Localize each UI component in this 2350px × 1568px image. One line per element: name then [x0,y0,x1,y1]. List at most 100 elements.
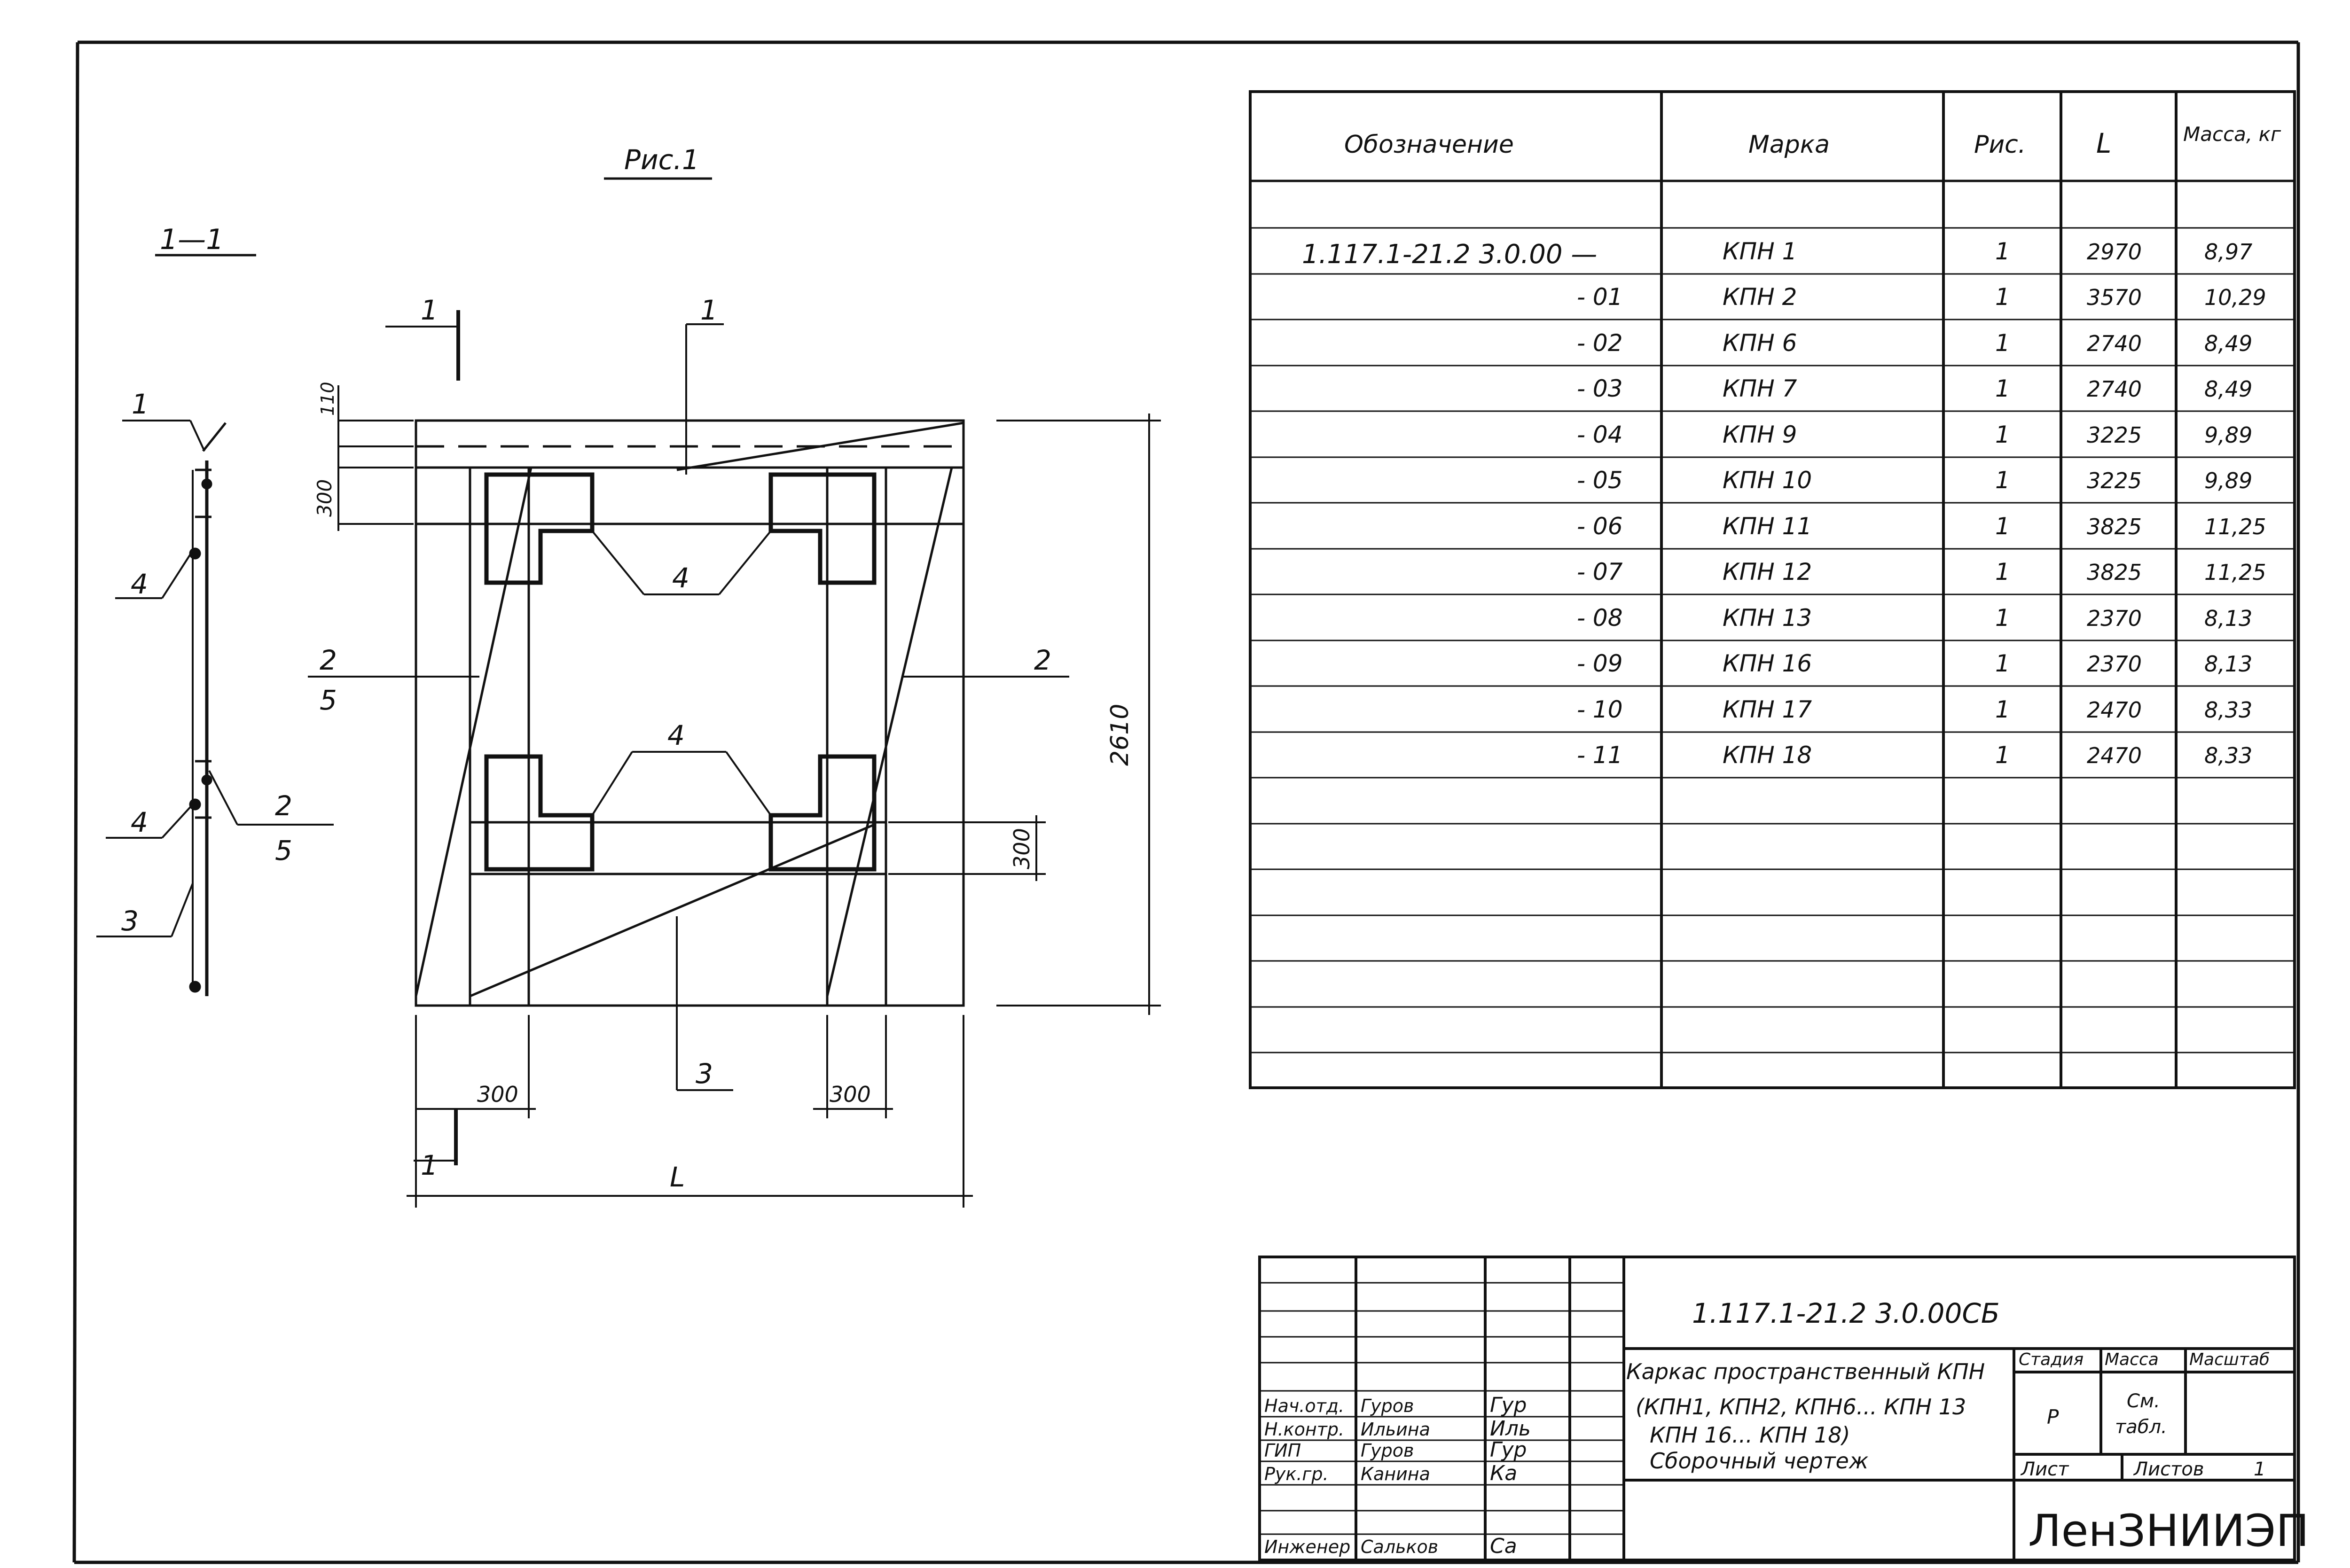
spec-row-length: 3225 [2087,422,2142,448]
spec-row-suffix: - 07 [1577,558,1623,585]
tb-name-line4: Сборочный чертеж [1650,1448,1869,1474]
plan-callout-1: 1 [700,294,718,326]
spec-row-suffix: - 06 [1577,513,1623,540]
signer-signature: Гур [1490,1438,1527,1462]
spec-row-suffix: - 05 [1577,467,1623,494]
spec-row-mark: КПН 12 [1723,558,1812,585]
spec-row-fig: 1 [1995,375,2010,402]
section-callout-4a: 4 [131,568,148,600]
tb-scale-header: Масштаб [2189,1350,2270,1369]
cut-marks [385,310,460,1165]
spec-row-suffix: - 11 [1577,741,1623,769]
figure-title: Рис.1 [624,144,699,176]
plan-callout-3: 3 [696,1058,713,1090]
spec-table-grid [1249,90,2296,1089]
tb-name-line2: (КПН1, КПН2, КПН6... КПН 13 [1636,1394,1966,1420]
spec-row-length: 2740 [2087,376,2142,402]
spec-header-mark: Марка [1748,131,1830,159]
plan-view [415,419,965,1007]
title-block-grid [1258,1256,2296,1561]
spec-row-length: 2470 [2087,743,2142,768]
spec-row-fig: 1 [1995,283,2010,311]
signer-name: Ильина [1361,1419,1430,1440]
spec-row-length: 3570 [2087,285,2142,310]
section-callout-1: 1 [132,388,149,420]
spec-row-length: 3825 [2087,560,2142,585]
spec-row-suffix: - 02 [1577,329,1623,357]
signer-role: Инженер [1264,1537,1350,1557]
spec-row-suffix: - 08 [1577,604,1623,632]
spec-row-mark: КПН 16 [1723,650,1812,677]
spec-row-fig: 1 [1995,558,2010,585]
title-block-row-lines [1260,1282,1624,1535]
section-callout-2: 2 [275,790,292,822]
signer-role: Нач.отд. [1264,1396,1344,1416]
spec-row-mark: КПН 10 [1723,467,1812,494]
section-label: 1—1 [160,223,224,256]
signer-signature: Са [1490,1534,1517,1558]
sheet-frame [72,40,2300,1564]
section-callouts [96,420,334,937]
spec-row-length: 2970 [2087,239,2142,265]
tb-organization: ЛенЗНИИЭП [2028,1506,2309,1557]
spec-row-mark: КПН 11 [1723,513,1812,540]
dim-110: 110 [317,382,338,416]
spec-table: Обозначение Марка Рис. L Масса, кг 1.117… [1249,90,2296,1089]
spec-row-length: 3225 [2087,468,2142,493]
signer-name: Канина [1361,1464,1430,1484]
spec-row-suffix: - 03 [1577,375,1623,402]
spec-row-mass: 8,49 [2204,331,2252,356]
signer-name: Гуров [1361,1440,1414,1461]
section-callout-3: 3 [121,905,139,937]
plates [484,472,877,872]
dimension-lines [337,385,1161,1208]
spec-row-fig: 1 [1995,604,2010,632]
dim-300-bottom-right: 300 [830,1082,871,1107]
dim-300-right: 300 [1009,828,1034,869]
plan-callout-4b: 4 [667,719,685,751]
spec-header-fig: Рис. [1974,131,2026,159]
spec-row-mass: 8,33 [2204,697,2252,723]
spec-row-mass: 9,89 [2204,422,2252,448]
spec-row-fig: 1 [1995,421,2010,448]
spec-row-fig: 1 [1995,696,2010,723]
dim-length: L [670,1161,685,1193]
tb-designation: 1.117.1-21.2 3.0.00СБ [1692,1297,2000,1329]
spec-row-fig: 1 [1995,741,2010,769]
spec-row-mark: КПН 17 [1723,696,1812,723]
plan-callout-5: 5 [320,684,337,716]
signer-signature: Гур [1490,1393,1527,1417]
tb-mass-header: Масса [2105,1350,2159,1369]
spec-row-fig: 1 [1995,513,2010,540]
spec-header-length: L [2096,127,2111,159]
spec-row-lines [1250,227,2295,1053]
signer-role: Рук.гр. [1264,1464,1329,1484]
tb-stage-value: Р [2047,1405,2059,1428]
spec-row-mass: 8,13 [2204,651,2252,677]
figure-area: Рис.1 1—1 1 4 4 3 2 [96,144,1161,1208]
section-callout-5: 5 [275,835,292,866]
signer-name: Гуров [1361,1396,1414,1416]
cut-mark-top: 1 [421,294,438,326]
spec-row-mark: КПН 6 [1723,329,1797,357]
spec-header-mass: Масса, кг [2183,123,2281,146]
cut-mark-bottom: 1 [421,1149,438,1181]
spec-base-designation: 1.117.1-21.2 3.0.00 — [1302,239,1597,270]
section-callout-4b: 4 [131,806,148,838]
spec-row-mass: 8,13 [2204,606,2252,631]
plan-leaders [308,323,1069,1091]
spec-row-mass: 11,25 [2204,560,2266,585]
spec-row-mass: 10,29 [2204,285,2266,310]
spec-row-mark: КПН 1 [1723,238,1797,265]
tb-mass-value-2: табл. [2115,1416,2167,1438]
title-block: 1.117.1-21.2 3.0.00СБ Каркас пространств… [1258,1256,2309,1561]
tb-sheets-value: 1 [2254,1459,2265,1480]
spec-row-mark: КПН 7 [1723,375,1797,402]
tb-sheet-label: Лист [2020,1459,2069,1480]
spec-row-mass: 8,97 [2204,239,2252,265]
spec-row-length: 2470 [2087,697,2142,723]
spec-row-suffix: - 09 [1577,650,1623,677]
spec-row-mark: КПН 13 [1723,604,1812,632]
spec-header-designation: Обозначение [1344,131,1514,159]
